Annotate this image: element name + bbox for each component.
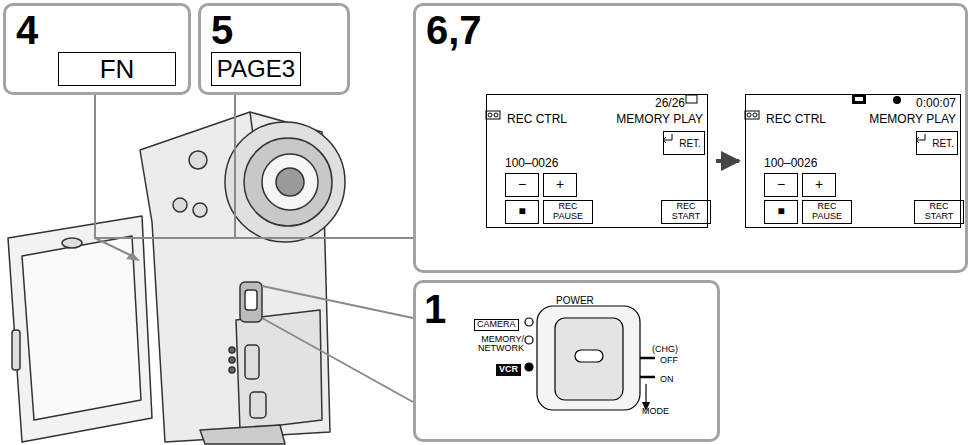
screen-text: 0:00:07 xyxy=(916,97,956,110)
button-label: REC START xyxy=(662,202,710,222)
touch-button: + xyxy=(543,173,577,197)
fn-button: FN xyxy=(58,52,176,86)
button-label: ■ xyxy=(518,205,525,218)
touch-button: REC START xyxy=(661,200,711,224)
screen-text: MODE xyxy=(642,407,669,417)
flow-arrow xyxy=(716,159,739,163)
button-label: ■ xyxy=(777,205,784,218)
callout-panel: 6,7 26/26REC CTRL MEMORY PLAY 100–0026 RET. −… xyxy=(413,3,968,273)
button-label: REC PAUSE xyxy=(803,202,851,222)
touch-button: + xyxy=(802,173,836,197)
button-label: REC START xyxy=(915,202,963,222)
callout-panel: 5PAGE3 xyxy=(198,3,350,95)
page-button: PAGE3 xyxy=(211,52,301,86)
callout-panel: 4FN xyxy=(3,3,191,95)
touch-button: REC START xyxy=(914,200,964,224)
callout-number: 5 xyxy=(211,8,233,52)
button-label: PAGE3 xyxy=(217,56,295,82)
screen-text: 26/26 xyxy=(655,97,685,110)
button-label: RET. xyxy=(667,138,701,149)
touch-button: ■ xyxy=(764,200,798,224)
screen-text: MEMORY PLAY xyxy=(616,113,703,126)
button-label: − xyxy=(777,177,785,192)
button-label: − xyxy=(518,177,526,192)
screen-text: ON xyxy=(660,375,674,385)
callout-number: 6,7 xyxy=(426,8,482,52)
button-label: + xyxy=(815,177,823,192)
button-label: FN xyxy=(100,55,135,84)
button-label: RET. xyxy=(920,138,954,149)
screen-text: POWER xyxy=(556,295,594,306)
touch-button: REC PAUSE xyxy=(543,200,593,224)
screen-text: VCR xyxy=(496,364,521,376)
screen-text: (CHG) xyxy=(652,345,678,355)
screen-text: OFF xyxy=(660,356,678,366)
callout-number: 4 xyxy=(16,8,38,52)
screen-text: 100–0026 xyxy=(505,157,558,170)
touch-button: REC PAUSE xyxy=(802,200,852,224)
touch-button: RET. xyxy=(663,131,705,155)
screen-text: CAMERA xyxy=(474,319,519,331)
touch-button: − xyxy=(764,173,798,197)
screen-text: 100–0026 xyxy=(764,157,817,170)
touch-button: ■ xyxy=(505,200,539,224)
button-label: REC PAUSE xyxy=(544,202,592,222)
button-label: + xyxy=(556,177,564,192)
touch-button: RET. xyxy=(916,131,958,155)
screen-text: MEMORY PLAY xyxy=(869,113,956,126)
lcd-screen: 26/26REC CTRL MEMORY PLAY 100–0026 RET. − + ■ R… xyxy=(486,94,708,228)
screen-text: REC CTRL xyxy=(507,113,567,126)
screen-text: MEMORY/ NETWORK xyxy=(466,335,524,353)
screen-text: 1 xyxy=(424,287,446,331)
switch-panel: 1 POWER CAMERA MEMORY/ NETWORK VCR (CHG)OFF ON… xyxy=(413,280,720,442)
lcd-screen: 0:00:07REC CTRL MEMORY PLAY 100–0026 RET. − +… xyxy=(745,94,961,228)
screen-text: REC CTRL xyxy=(766,113,826,126)
touch-button: − xyxy=(505,173,539,197)
